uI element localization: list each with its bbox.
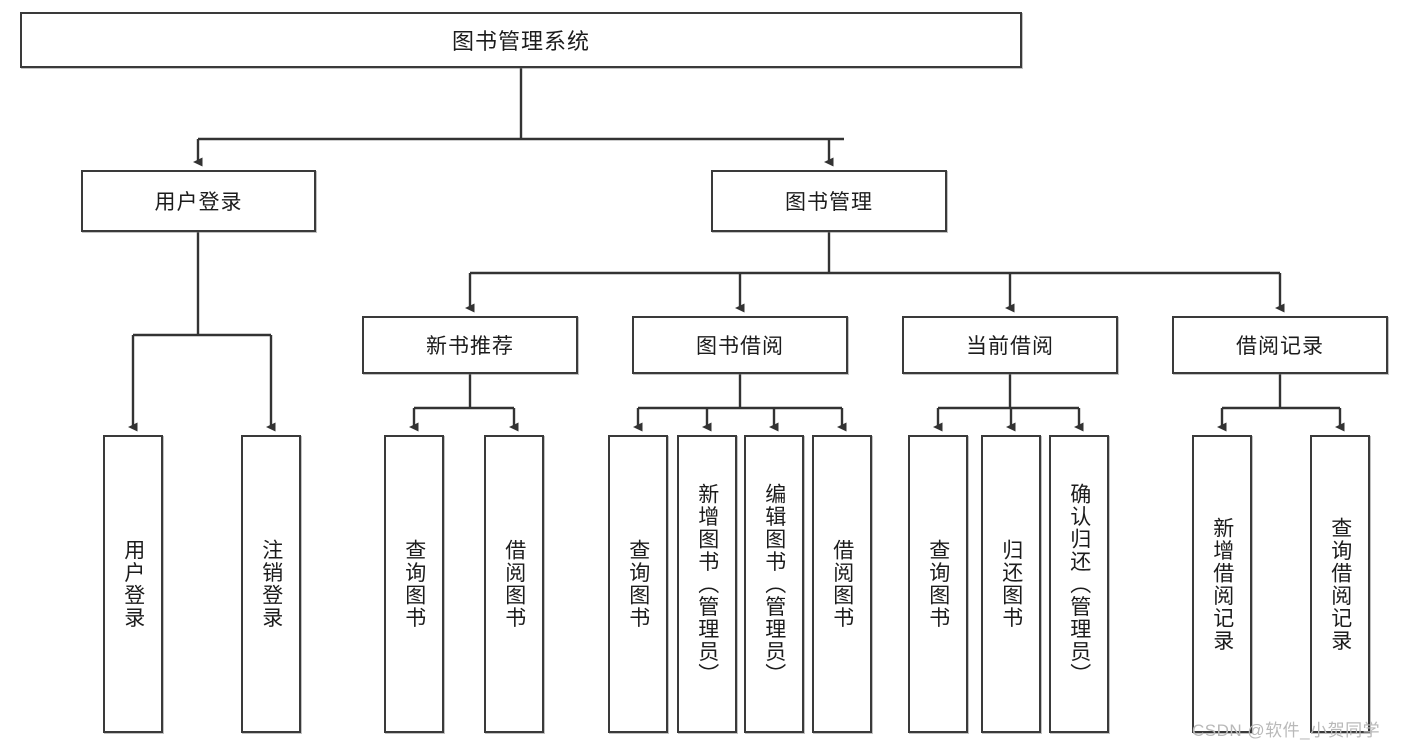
leaf-borrow-edit-book-admin[interactable]: 编辑图书（管理员） bbox=[744, 435, 804, 733]
leaf-current-query-book[interactable]: 查询图书 bbox=[908, 435, 968, 733]
node-label: 查询图书 bbox=[626, 539, 650, 629]
node-label: 新书推荐 bbox=[426, 335, 514, 358]
leaf-borrow-add-book-admin[interactable]: 新增图书（管理员） bbox=[677, 435, 737, 733]
node-label: 注销登录 bbox=[259, 539, 283, 629]
node-current-borrow[interactable]: 当前借阅 bbox=[902, 316, 1118, 374]
leaf-user-login-signout[interactable]: 注销登录 bbox=[241, 435, 301, 733]
node-label: 借阅图书 bbox=[830, 539, 854, 629]
csdn-watermark: CSDN @软件_小贺同学 bbox=[1192, 721, 1381, 740]
node-label: 查询图书 bbox=[402, 539, 426, 629]
node-book-borrow[interactable]: 图书借阅 bbox=[632, 316, 848, 374]
leaf-recommend-borrow-book[interactable]: 借阅图书 bbox=[484, 435, 544, 733]
leaf-user-login-signin[interactable]: 用户登录 bbox=[103, 435, 163, 733]
leaf-record-add-record[interactable]: 新增借阅记录 bbox=[1192, 435, 1252, 733]
node-label: 新增借阅记录 bbox=[1210, 516, 1234, 652]
node-label: 借阅图书 bbox=[502, 539, 526, 629]
node-label: 借阅记录 bbox=[1236, 335, 1324, 358]
node-label: 编辑图书（管理员） bbox=[762, 482, 786, 686]
node-book-management[interactable]: 图书管理 bbox=[711, 170, 947, 232]
node-label: 图书借阅 bbox=[696, 335, 784, 358]
node-new-book-recommend[interactable]: 新书推荐 bbox=[362, 316, 578, 374]
node-label: 图书管理系统 bbox=[451, 29, 590, 54]
node-label: 用户登录 bbox=[154, 191, 243, 214]
leaf-record-query-record[interactable]: 查询借阅记录 bbox=[1310, 435, 1370, 733]
node-borrow-record[interactable]: 借阅记录 bbox=[1172, 316, 1388, 374]
node-label: 归还图书 bbox=[999, 539, 1023, 629]
leaf-recommend-query-book[interactable]: 查询图书 bbox=[384, 435, 444, 733]
node-root-system[interactable]: 图书管理系统 bbox=[20, 12, 1022, 68]
node-label: 新增图书（管理员） bbox=[695, 482, 719, 686]
node-label: 用户登录 bbox=[121, 539, 145, 629]
node-label: 确认归还（管理员） bbox=[1067, 482, 1091, 686]
node-user-login[interactable]: 用户登录 bbox=[81, 170, 316, 232]
node-label: 查询图书 bbox=[926, 539, 950, 629]
node-label: 图书管理 bbox=[785, 191, 873, 214]
leaf-current-return-book[interactable]: 归还图书 bbox=[981, 435, 1041, 733]
leaf-current-confirm-return-admin[interactable]: 确认归还（管理员） bbox=[1049, 435, 1109, 733]
node-label: 当前借阅 bbox=[966, 335, 1054, 358]
leaf-borrow-borrow-book[interactable]: 借阅图书 bbox=[812, 435, 872, 733]
leaf-borrow-query-book[interactable]: 查询图书 bbox=[608, 435, 668, 733]
node-label: 查询借阅记录 bbox=[1328, 516, 1352, 652]
